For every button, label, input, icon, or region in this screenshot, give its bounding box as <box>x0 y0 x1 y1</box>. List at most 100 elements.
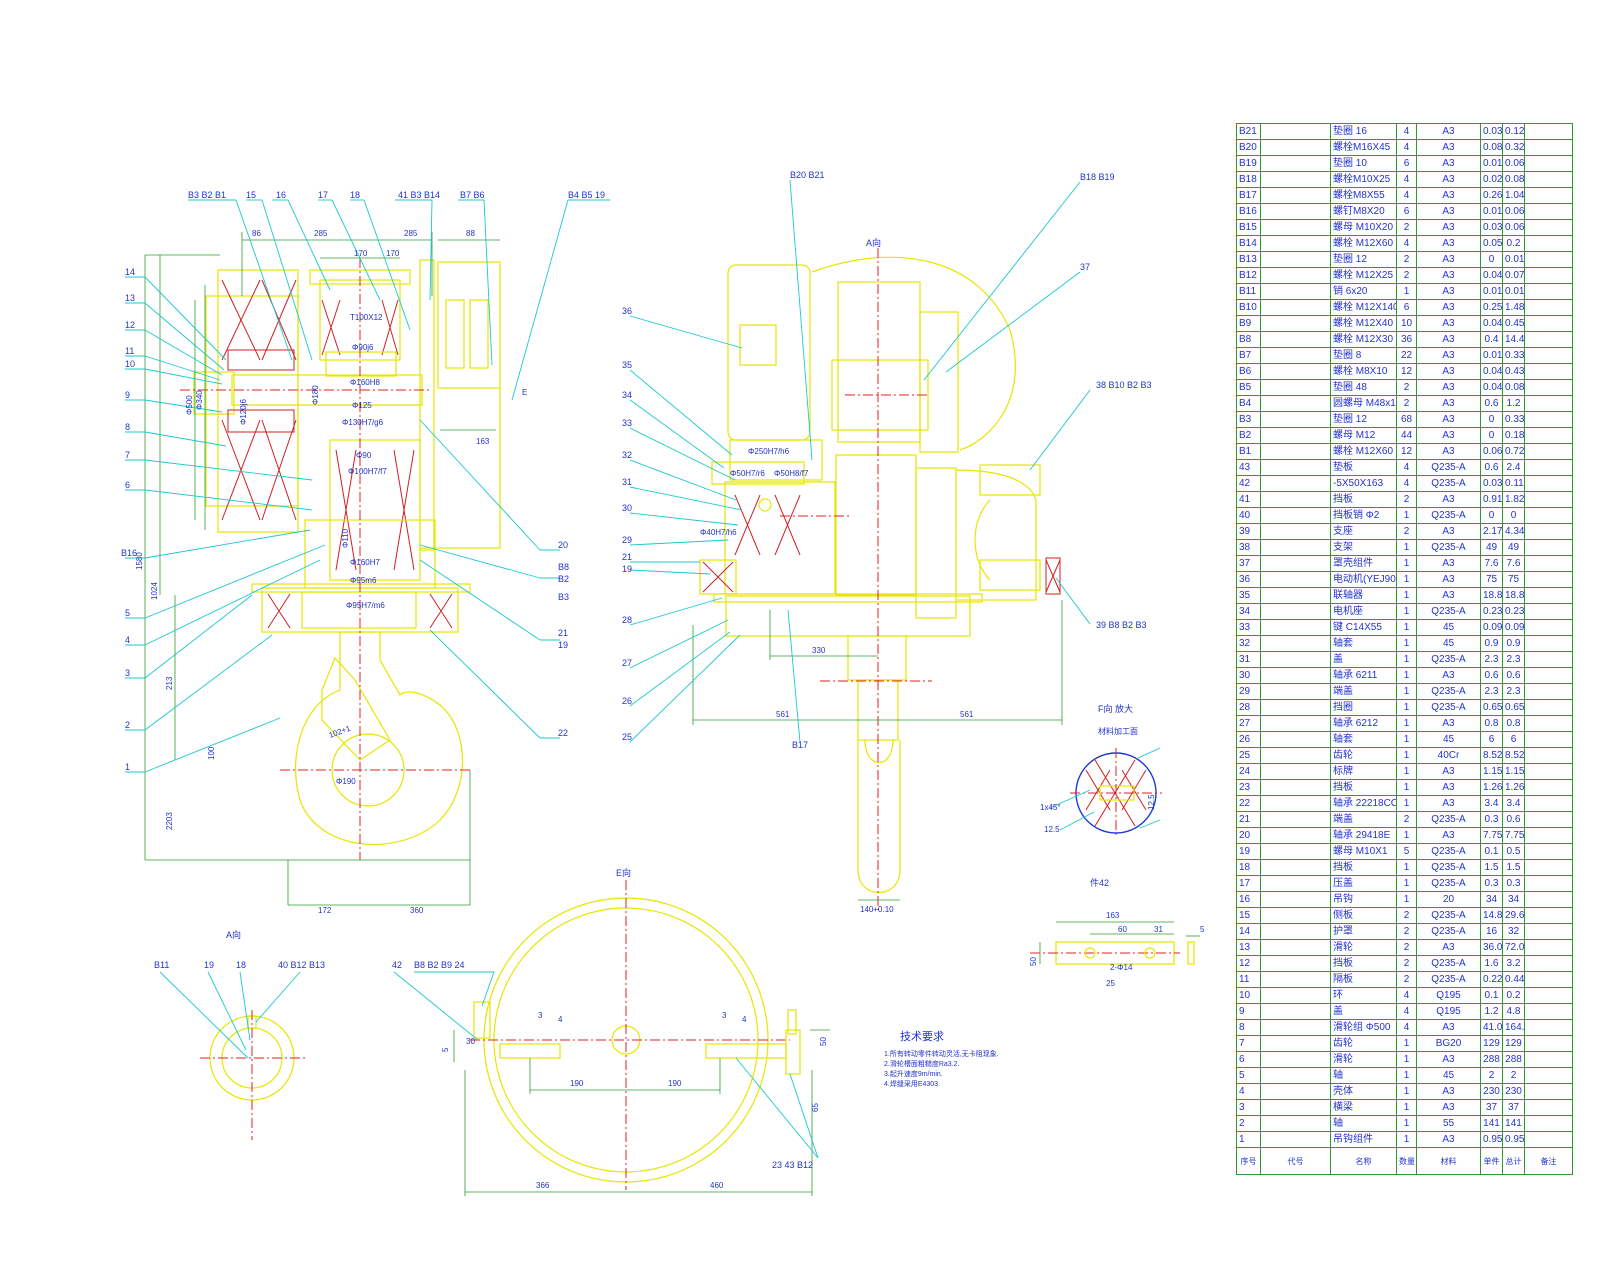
bom-item-name: 轴套 <box>1330 635 1397 652</box>
bom-material: Q235-A <box>1416 699 1481 716</box>
bom-remark <box>1524 891 1573 908</box>
bom-item-name: 侧板 <box>1330 907 1397 924</box>
bom-item-name: 螺栓M16X45 <box>1330 139 1397 156</box>
bom-remark <box>1524 139 1573 156</box>
bom-material: Q235-A <box>1416 843 1481 860</box>
leader-left-12: 4 <box>125 635 130 645</box>
part42-dim-6: 25 <box>1106 979 1115 988</box>
bom-total-weight: 1.15 <box>1502 763 1525 780</box>
bom-material: A3 <box>1416 139 1481 156</box>
bom-total-weight: 0.6 <box>1502 811 1525 828</box>
bom-material: 45 <box>1416 731 1481 748</box>
bom-code <box>1260 827 1331 844</box>
bom-material: BG20 <box>1416 1035 1481 1052</box>
bom-remark <box>1524 1131 1573 1148</box>
bom-remark <box>1524 283 1573 300</box>
bom-material: Q235-A <box>1416 907 1481 924</box>
bom-item-no: 28 <box>1236 699 1261 716</box>
bom-header-cell: 代号 <box>1260 1147 1331 1175</box>
bom-material: A3 <box>1416 763 1481 780</box>
leader-right-5: 21 <box>558 628 568 638</box>
e-dim-2: 190 <box>668 1079 682 1088</box>
bom-header-cell: 总计 <box>1502 1147 1525 1175</box>
bom-code <box>1260 235 1331 252</box>
bom-total-weight: 37 <box>1502 1099 1525 1116</box>
bom-quantity: 1 <box>1396 651 1417 668</box>
e-view-dimension-lines <box>453 1029 830 1196</box>
fit-15: 102+1 <box>328 724 353 740</box>
bom-quantity: 1 <box>1396 507 1417 524</box>
bom-unit-weight: 0.1 <box>1480 843 1503 860</box>
bom-remark <box>1524 347 1573 364</box>
fit-7: Φ90 <box>356 451 372 460</box>
bom-material: A3 <box>1416 939 1481 956</box>
bom-code <box>1260 779 1331 796</box>
leader-left-9: 6 <box>125 480 130 490</box>
fit-17: Φ340 <box>195 390 204 410</box>
bom-quantity: 1 <box>1396 1083 1417 1100</box>
bom-total-weight: 0.6 <box>1502 667 1525 684</box>
bom-total-weight: 29.6 <box>1502 907 1525 924</box>
bom-total-weight: 0.3 <box>1502 875 1525 892</box>
bom-unit-weight: 0.02 <box>1480 171 1503 188</box>
bom-item-name: 垫板 <box>1330 459 1397 476</box>
bom-code <box>1260 203 1331 220</box>
bom-remark <box>1524 523 1573 540</box>
bom-material: Q235-A <box>1416 475 1481 492</box>
bom-remark <box>1524 1051 1573 1068</box>
side-fit-3: Φ50H8/f7 <box>774 469 809 478</box>
bom-code <box>1260 315 1331 332</box>
bom-remark <box>1524 683 1573 700</box>
side-dimension-lines <box>692 600 1063 901</box>
e-dim-3: 366 <box>536 1181 550 1190</box>
bom-unit-weight: 0.25 <box>1480 299 1503 316</box>
bom-quantity: 1 <box>1396 715 1417 732</box>
dim-86: 86 <box>252 229 261 238</box>
bom-quantity: 4 <box>1396 475 1417 492</box>
bom-unit-weight: 1.15 <box>1480 763 1503 780</box>
bom-code <box>1260 539 1331 556</box>
bom-code <box>1260 795 1331 812</box>
bom-unit-weight: 0.04 <box>1480 267 1503 284</box>
bom-remark <box>1524 363 1573 380</box>
side-bottom-label: B17 <box>792 740 808 750</box>
bom-unit-weight: 0.95 <box>1480 1131 1503 1148</box>
leader-left-8: 7 <box>125 450 130 460</box>
bom-code <box>1260 491 1331 508</box>
bom-item-no: B2 <box>1236 427 1261 444</box>
e-dim-12: 65 <box>811 1103 820 1112</box>
bom-total-weight: 1.5 <box>1502 859 1525 876</box>
tech-req-title: 技术要求 <box>900 1030 944 1043</box>
bom-total-weight: 18.8 <box>1502 587 1525 604</box>
bom-remark <box>1524 843 1573 860</box>
bom-remark <box>1524 667 1573 684</box>
bom-quantity: 5 <box>1396 843 1417 860</box>
e-view-leaders <box>393 971 819 1159</box>
leader-left-6: 9 <box>125 390 130 400</box>
bom-unit-weight: 0.01 <box>1480 283 1503 300</box>
bom-item-name: 螺栓 M12X60 <box>1330 443 1397 460</box>
part42-dim-4: 50 <box>1029 957 1038 966</box>
bom-total-weight: 141 <box>1502 1115 1525 1132</box>
bom-code <box>1260 123 1331 140</box>
bom-quantity: 68 <box>1396 411 1417 428</box>
a-view-label-1: B11 <box>154 960 169 970</box>
bom-header-cell: 数量 <box>1396 1147 1417 1175</box>
bom-quantity: 1 <box>1396 683 1417 700</box>
bom-quantity: 1 <box>1396 587 1417 604</box>
bom-total-weight: 1.04 <box>1502 187 1525 204</box>
bom-remark <box>1524 267 1573 284</box>
bom-unit-weight: 34 <box>1480 891 1503 908</box>
side-dim-561-b: 561 <box>960 710 974 719</box>
bom-code <box>1260 955 1331 972</box>
dim-213: 213 <box>165 676 174 690</box>
bom-item-no: B10 <box>1236 299 1261 316</box>
side-left-5: 32 <box>622 450 632 460</box>
